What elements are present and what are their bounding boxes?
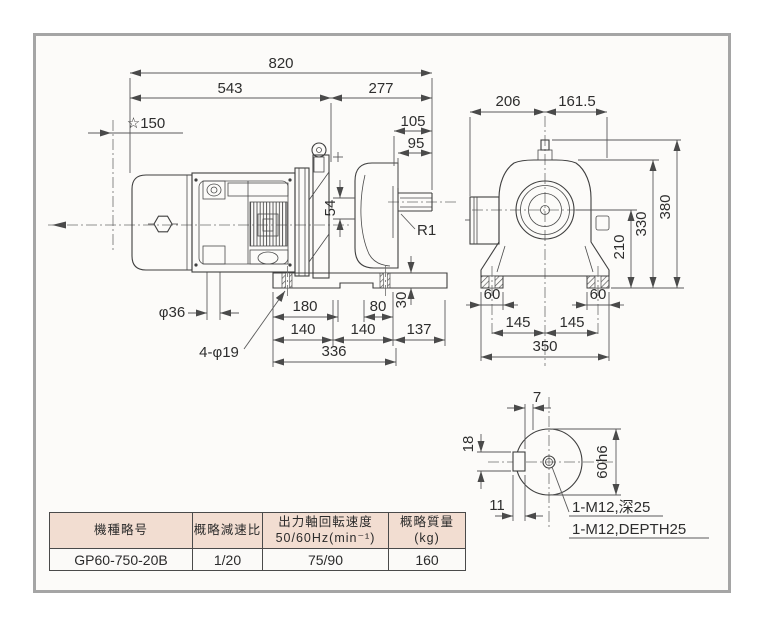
side-top-dimensions: 206 161.5 — [469, 93, 608, 196]
dim-161_5: 161.5 — [558, 93, 596, 110]
header-mass: 概略質量 (kg) — [388, 512, 466, 549]
header-speed: 出力軸回転速度 50/60Hz(min⁻¹) — [262, 512, 389, 549]
eyebolt — [311, 142, 327, 173]
terminal-gland-icon — [206, 183, 222, 197]
dim-350: 350 — [532, 338, 557, 355]
header-speed-line1: 出力軸回転速度 — [278, 514, 373, 529]
front-top-dimensions: 820 543 277 105 95 ☆150 — [88, 55, 433, 190]
dim-18-group: 18 — [460, 434, 511, 489]
dim-380: 380 — [657, 194, 674, 219]
dim-7: 7 — [533, 389, 541, 406]
dim-30: 30 — [393, 292, 410, 309]
dim-60-right: 60 — [590, 286, 607, 303]
dim-105: 105 — [400, 113, 425, 130]
gear-case — [354, 162, 433, 269]
output-boss-outer — [515, 180, 575, 240]
r1-leader: R1 — [400, 213, 436, 239]
side-bottom-dimensions: 60 60 145 145 350 — [466, 286, 624, 361]
dim-7-group: 7 — [507, 389, 551, 449]
dim-140-right: 140 — [350, 321, 375, 338]
tap-note-english: 1-M12,DEPTH25 — [572, 521, 686, 538]
shaft-end-detail-view: 7 18 11 60h6 — [460, 389, 709, 539]
header-ratio: 概略減速比 — [192, 512, 263, 549]
header-mass-line2: (kg) — [414, 530, 440, 545]
cell-speed: 75/90 — [262, 548, 389, 571]
output-shaft-center — [540, 205, 550, 215]
cell-mass: 160 — [388, 548, 466, 571]
centerline-arrow-icon — [52, 221, 66, 229]
dim-60h6-group: 60h6 — [552, 428, 621, 496]
dim-phi36-group: φ36 — [159, 272, 239, 321]
side-height-dimensions: 210 330 380 — [552, 139, 684, 289]
dim-18: 18 — [460, 436, 477, 453]
dim-206: 206 — [495, 93, 520, 110]
front-bottom-dimensions: 180 80 30 140 140 137 336 4-φ19 — [199, 256, 446, 367]
side-plug-icon — [595, 215, 610, 231]
dim-4-phi19: 4-φ19 — [199, 344, 239, 361]
dim-180: 180 — [292, 298, 317, 315]
page-border-frame — [33, 33, 731, 593]
motor-flange — [294, 167, 310, 277]
spec-table-header-row: 機種略号 概略減速比 出力軸回転速度 50/60Hz(min⁻¹) 概略質量 (… — [49, 512, 466, 549]
motor-protrusion — [469, 196, 500, 245]
spec-table: 機種略号 概略減速比 出力軸回転速度 50/60Hz(min⁻¹) 概略質量 (… — [49, 512, 466, 571]
cell-ratio: 1/20 — [192, 548, 263, 571]
dim-11-group: 11 — [489, 475, 543, 521]
cell-model: GP60-750-20B — [49, 548, 193, 571]
hex-bolt-icon — [153, 215, 173, 233]
dim-336: 336 — [321, 343, 346, 360]
dim-210: 210 — [611, 234, 628, 259]
header-speed-line2: 50/60Hz(min⁻¹) — [275, 530, 376, 545]
dim-80: 80 — [370, 298, 387, 315]
dim-145-left: 145 — [505, 314, 530, 331]
dim-60-left: 60 — [484, 286, 501, 303]
dim-fan-clearance: ☆150 — [127, 115, 165, 132]
keyway — [512, 451, 526, 472]
dim-145-right: 145 — [559, 314, 584, 331]
motor-body — [191, 172, 296, 273]
dim-60h6: 60h6 — [594, 445, 611, 478]
dim-137: 137 — [406, 321, 431, 338]
dim-case-length: 277 — [368, 80, 393, 97]
dim-phi36: φ36 — [159, 304, 185, 321]
extension-cross-mark — [333, 152, 343, 162]
dim-95: 95 — [408, 135, 425, 152]
dim-r1: R1 — [417, 222, 436, 239]
dim-54: 54 — [322, 200, 339, 217]
front-view: 820 543 277 105 95 ☆150 — [48, 55, 458, 367]
spec-table-data-row: GP60-750-20B 1/20 75/90 160 — [49, 548, 466, 571]
dim-overall-length: 820 — [268, 55, 293, 72]
side-view: 206 161.5 210 330 380 — [465, 93, 684, 366]
mounting-base — [272, 266, 448, 297]
tap-callout: 1-M12,深25 1-M12,DEPTH25 — [551, 466, 709, 539]
header-mass-line1: 概略質量 — [399, 514, 454, 529]
tapped-hole — [542, 455, 556, 469]
tap-note-japanese: 1-M12,深25 — [572, 499, 650, 516]
dim-motor-length: 543 — [217, 80, 242, 97]
dim-330: 330 — [633, 211, 650, 236]
stator-core — [249, 201, 288, 247]
gear-housing — [465, 139, 610, 336]
support-column — [308, 154, 330, 279]
dim-54-group: 54 — [322, 180, 355, 237]
dim-11: 11 — [489, 497, 505, 514]
fan-cover — [131, 174, 193, 271]
header-model: 機種略号 — [49, 512, 193, 549]
dim-140-left: 140 — [290, 321, 315, 338]
